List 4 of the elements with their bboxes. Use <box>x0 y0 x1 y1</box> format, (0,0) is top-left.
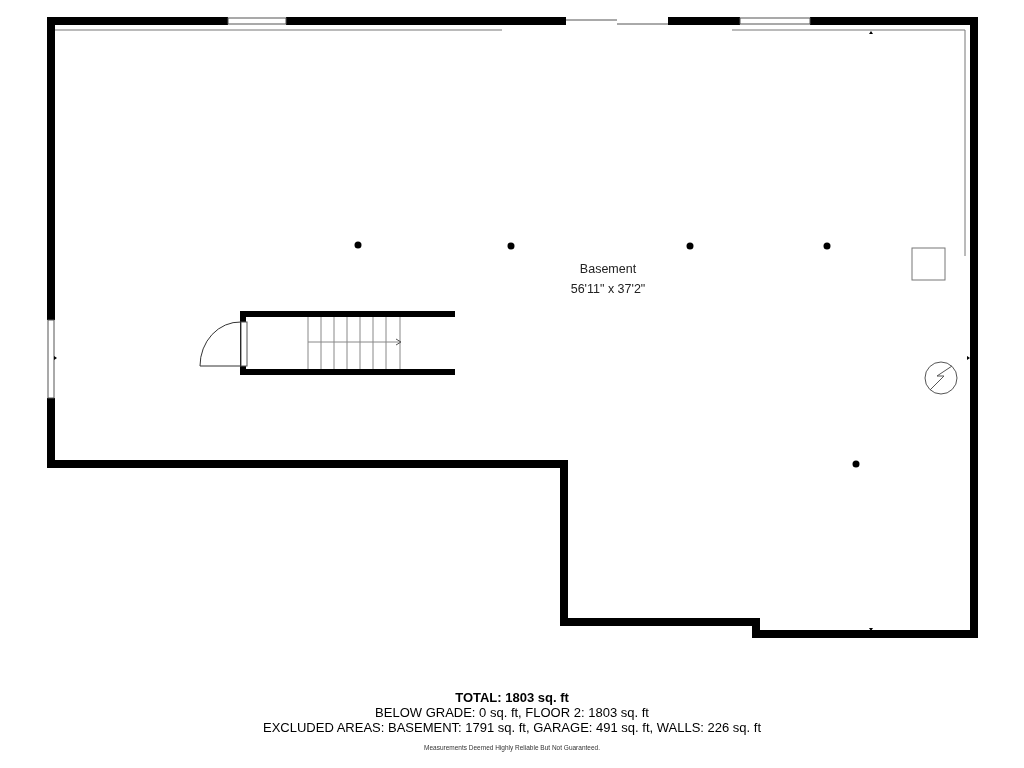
room-dimensions: 56'11" x 37'2" <box>570 281 646 298</box>
area-breakdown: BELOW GRADE: 0 sq. ft, FLOOR 2: 1803 sq. ft <box>375 705 649 722</box>
total-area: TOTAL: 1803 sq. ft <box>455 688 569 708</box>
room-name: Basement <box>579 261 637 278</box>
